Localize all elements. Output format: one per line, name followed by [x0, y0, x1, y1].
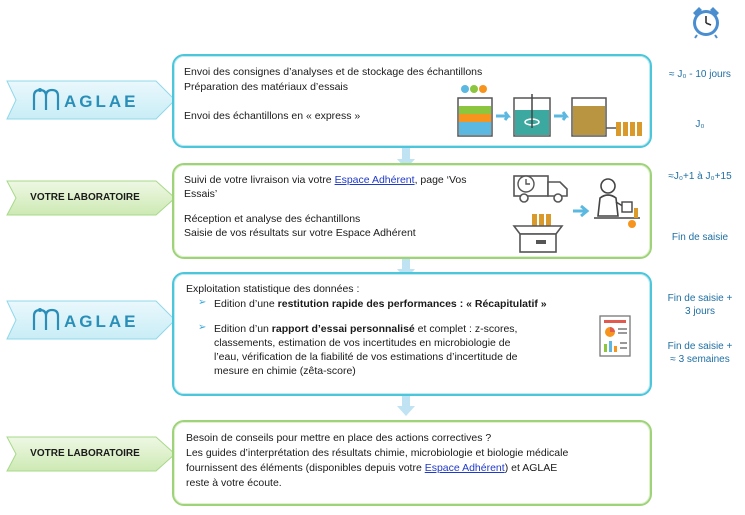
lab1-line-1-post: , page ‘Vos: [414, 174, 467, 186]
aglae2-b1-pre: Edition d’une: [214, 298, 278, 310]
lab2-line-3: fournissent des éléments (disponibles de…: [186, 462, 557, 476]
lab1-line-4: Saisie de vos résultats sur votre Espace…: [184, 227, 416, 239]
timing-aglae2-a2: 3 jours: [684, 306, 715, 317]
lab2-line-3-pre: fournissent des éléments (disponibles de…: [186, 462, 425, 474]
lab1-line-3: Réception et analyse des échantillons: [184, 213, 361, 225]
timing-lab1-b: Fin de saisie: [671, 232, 729, 243]
aglae2-b1-bold: restitution rapide des performances : « …: [277, 298, 547, 310]
connector-3: [402, 396, 410, 410]
aglae1-line-3: Envoi des échantillons en « express »: [184, 110, 361, 122]
timing-lab1-a: ≈J₀+1 à J₀+15: [668, 171, 732, 182]
right-arrow-icon: [573, 205, 590, 217]
lab-arrow-2: [6, 436, 176, 472]
lab-arrow-1: [6, 180, 176, 216]
step-box-lab-1: [172, 163, 652, 259]
aglae-logo-icon: [32, 308, 60, 330]
timing-aglae2-b2: ≈ 3 semaines: [670, 354, 730, 365]
lab1-line-2: Essais’: [184, 188, 218, 200]
sample-box-icon: [512, 214, 564, 253]
aglae2-b2-bold: rapport d’essai personnalisé: [271, 323, 415, 335]
lab2-line-3-post: ) et AGLAE: [504, 462, 558, 474]
down-arrow-icon: [397, 406, 415, 416]
lab2-line-4: reste à votre écoute.: [186, 477, 282, 489]
aglae2-logo-label: AGLAE: [64, 312, 139, 331]
lab2-label: VOTRE LABORATOIRE: [30, 448, 140, 459]
aglae-logo-icon: [32, 88, 60, 110]
lab1-label: VOTRE LABORATOIRE: [30, 192, 140, 203]
lab1-line-1: Suivi de votre livraison via votre Espac…: [184, 174, 467, 188]
connector-1: [402, 148, 410, 162]
timing-aglae2-b1: Fin de saisie +: [667, 341, 733, 352]
connector-2: [402, 258, 410, 272]
espace-adherent-link-2[interactable]: Espace Adhérent: [424, 462, 505, 474]
report-document-icon: [599, 315, 631, 357]
aglae2-b2-line-2: l’eau, vérification de la fiabilité de v…: [214, 351, 518, 363]
step-box-aglae-2: [172, 272, 652, 396]
lab2-line-1: Besoin de conseils pour mettre en place …: [186, 432, 492, 444]
lab-analyst-icon: [594, 178, 640, 228]
bullet-arrow-icon: ➢: [198, 322, 207, 333]
aglae1-line-1: Envoi des consignes d’analyses et de sto…: [184, 66, 483, 78]
lab1-line-1-pre: Suivi de votre livraison via votre: [184, 174, 335, 186]
lab2-line-2: Les guides d’interprétation des résultat…: [186, 447, 569, 459]
aglae1-line-2: Préparation des matériaux d’essais: [184, 81, 349, 93]
timing-aglae2-a1: Fin de saisie +: [667, 293, 733, 304]
aglae2-b2-line-3: mesure en chimie (zêta-score): [214, 365, 356, 377]
alarm-clock-icon: [693, 7, 719, 39]
aglae2-bullet-1: Edition d’une restitution rapide des per…: [214, 298, 547, 312]
aglae2-bullet-2: Edition d’un rapport d’essai personnalis…: [214, 323, 517, 337]
aglae2-b2-line-1: classements, estimation de vos incertitu…: [214, 337, 511, 349]
espace-adherent-link[interactable]: Espace Adhérent: [334, 174, 415, 186]
bullet-arrow-icon: ➢: [198, 297, 207, 308]
timing-aglae1-b: J₀: [695, 119, 705, 130]
delivery-truck-icon: [513, 175, 568, 203]
aglae-logo-label: AGLAE: [64, 92, 139, 111]
aglae2-b2-pre: Edition d’un: [214, 323, 272, 335]
step-box-lab-2: [172, 420, 652, 506]
sample-preparation-icon: [457, 85, 642, 137]
aglae2-b2-post: et complet : z-scores,: [414, 323, 518, 335]
timing-aglae1-a: ≈ J₀ - 10 jours: [669, 69, 731, 80]
aglae2-intro: Exploitation statistique des données :: [186, 283, 360, 295]
